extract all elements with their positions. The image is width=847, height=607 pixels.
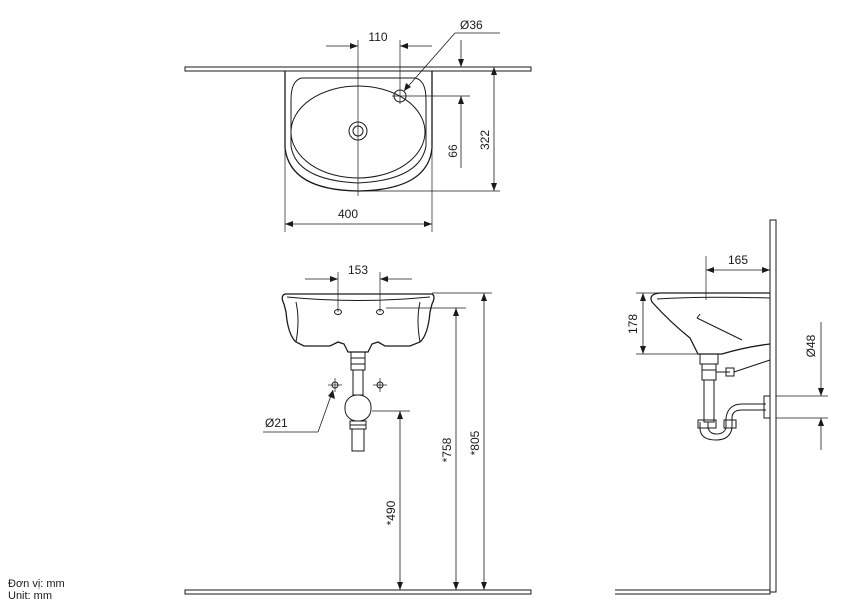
dim-178-label: 178 bbox=[626, 314, 640, 334]
arrow bbox=[397, 582, 403, 590]
dia36-leader bbox=[403, 32, 456, 92]
front-view: 153 Ø21 bbox=[184, 263, 532, 595]
side-tail-pipe bbox=[703, 379, 715, 423]
trap-nut-side bbox=[697, 419, 717, 429]
dim-110-label: 110 bbox=[368, 30, 387, 44]
arrow bbox=[458, 96, 464, 104]
dim-400-label: 400 bbox=[338, 207, 358, 221]
trap-outlet bbox=[725, 403, 766, 419]
unit-label-vi: Đơn vị: mm bbox=[8, 578, 65, 590]
arrow bbox=[706, 267, 714, 273]
arrow bbox=[404, 83, 411, 91]
front-hole-right bbox=[376, 309, 384, 315]
basin-side-rim bbox=[656, 296, 771, 300]
trap-u-inner bbox=[707, 418, 727, 435]
unit-label-en: Unit: mm bbox=[8, 590, 52, 602]
arrow bbox=[458, 59, 464, 67]
arrow bbox=[640, 346, 646, 354]
side-view: 165 178 Ø48 bbox=[615, 219, 828, 595]
dim-66-label: 66 bbox=[446, 144, 460, 158]
wall-flange bbox=[763, 395, 771, 419]
side-waste bbox=[699, 353, 719, 365]
front-hole-left bbox=[334, 309, 342, 315]
fixing-hole-right bbox=[373, 378, 387, 392]
arrow bbox=[818, 388, 824, 396]
wall bbox=[769, 219, 777, 593]
dia21-label: Ø21 bbox=[265, 416, 288, 430]
arrow bbox=[328, 390, 335, 399]
trap-u-outer bbox=[699, 418, 733, 441]
top-view: 110 Ø36 66 322 400 bbox=[184, 18, 532, 232]
front-shade-left bbox=[295, 301, 299, 343]
tail-pipe bbox=[352, 369, 364, 396]
arrow bbox=[818, 418, 824, 426]
arrow bbox=[330, 276, 338, 282]
fixing-hole-left bbox=[328, 378, 342, 392]
basin-side-slope-tip bbox=[696, 313, 701, 319]
outlet-pipe bbox=[351, 428, 365, 452]
front-shade-right bbox=[417, 301, 421, 343]
arrow bbox=[491, 67, 497, 75]
dim-153-label: 153 bbox=[348, 263, 368, 277]
basin-front bbox=[281, 293, 435, 353]
arrow bbox=[481, 582, 487, 590]
arrow bbox=[350, 43, 358, 49]
dim-165-label: 165 bbox=[728, 253, 748, 267]
dia48-label: Ø48 bbox=[804, 334, 818, 357]
dim-758-label: *758 bbox=[440, 437, 454, 462]
arrow bbox=[285, 221, 293, 227]
dim-322-label: 322 bbox=[478, 130, 492, 150]
basin-side bbox=[650, 292, 771, 355]
basin-outline-top bbox=[284, 71, 433, 192]
arrow bbox=[400, 43, 408, 49]
arrow bbox=[424, 221, 432, 227]
basin-side-slope bbox=[696, 317, 743, 341]
side-waste-body bbox=[701, 363, 717, 381]
dim-490-label: *490 bbox=[384, 500, 398, 525]
dia36-label: Ø36 bbox=[460, 18, 483, 32]
arrow bbox=[491, 183, 497, 191]
overflow-line bbox=[733, 359, 771, 373]
arrow bbox=[762, 267, 770, 273]
trap-bowl bbox=[344, 394, 372, 422]
trap-nut-right bbox=[723, 419, 737, 429]
arrow bbox=[453, 582, 459, 590]
side-floor-line bbox=[615, 589, 771, 595]
rim-line bbox=[286, 296, 431, 301]
arrow bbox=[640, 293, 646, 301]
dim-805-label: *805 bbox=[468, 430, 482, 455]
arrow bbox=[481, 293, 487, 301]
arrow bbox=[380, 276, 388, 282]
floor-line bbox=[184, 589, 532, 595]
arrow bbox=[397, 411, 403, 419]
waste-body bbox=[350, 351, 366, 371]
arrow bbox=[453, 308, 459, 316]
